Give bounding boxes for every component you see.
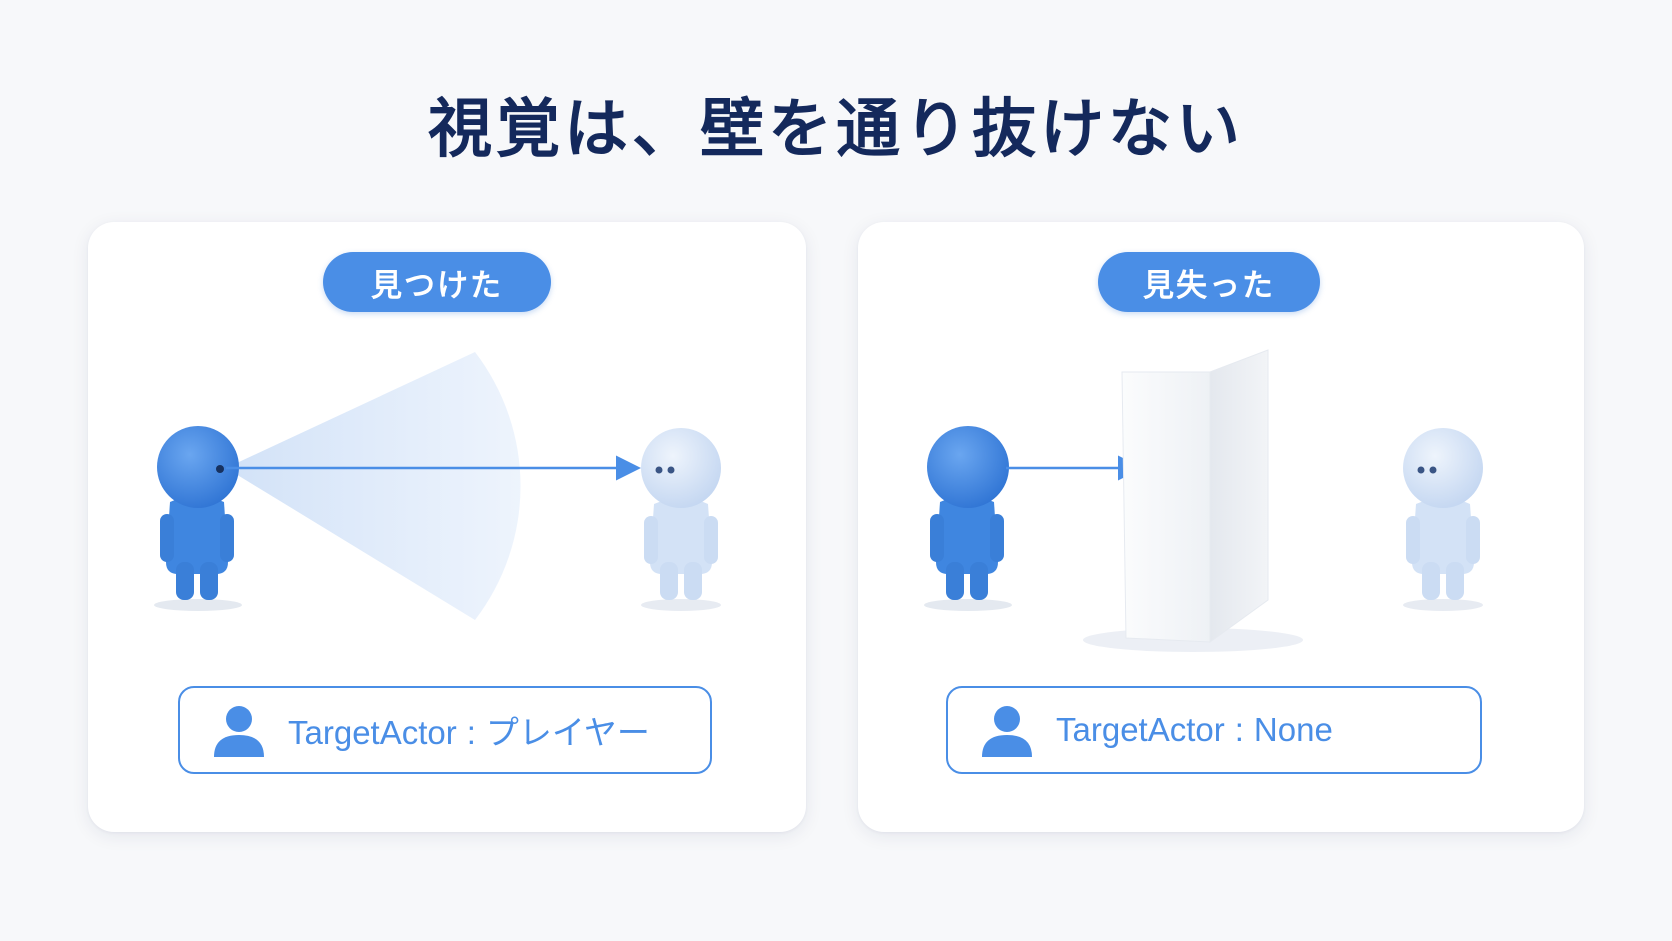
- lost-panel: 見失った TargetActor:None: [858, 222, 1584, 832]
- found-status-text: TargetActor:プレイヤー: [288, 706, 650, 754]
- user-icon: [214, 706, 264, 757]
- status-separator: :: [1234, 711, 1244, 748]
- found-scene: [154, 352, 721, 620]
- user-icon: [982, 706, 1032, 757]
- status-separator: :: [466, 714, 476, 751]
- target-figure: [1403, 428, 1483, 600]
- found-panel: 見つけた TargetActor:プレイヤー: [88, 222, 806, 832]
- found-status-box: TargetActor:プレイヤー: [178, 686, 712, 774]
- target-figure: [641, 428, 721, 600]
- observer-figure: [157, 426, 239, 600]
- lost-scene: [924, 349, 1483, 652]
- lost-badge: 見失った: [1098, 252, 1320, 312]
- page-title: 視覚は、壁を通り抜けない: [428, 93, 1244, 167]
- lost-status-text: TargetActor:None: [1056, 711, 1333, 749]
- found-badge: 見つけた: [323, 252, 551, 312]
- lost-status-box: TargetActor:None: [946, 686, 1482, 774]
- status-value: None: [1253, 711, 1333, 748]
- status-key: TargetActor: [1056, 711, 1225, 748]
- status-value: プレイヤー: [485, 714, 650, 751]
- observer-figure: [927, 426, 1009, 600]
- wall-block: [1121, 349, 1269, 643]
- status-key: TargetActor: [288, 714, 457, 751]
- vision-cone: [226, 352, 521, 620]
